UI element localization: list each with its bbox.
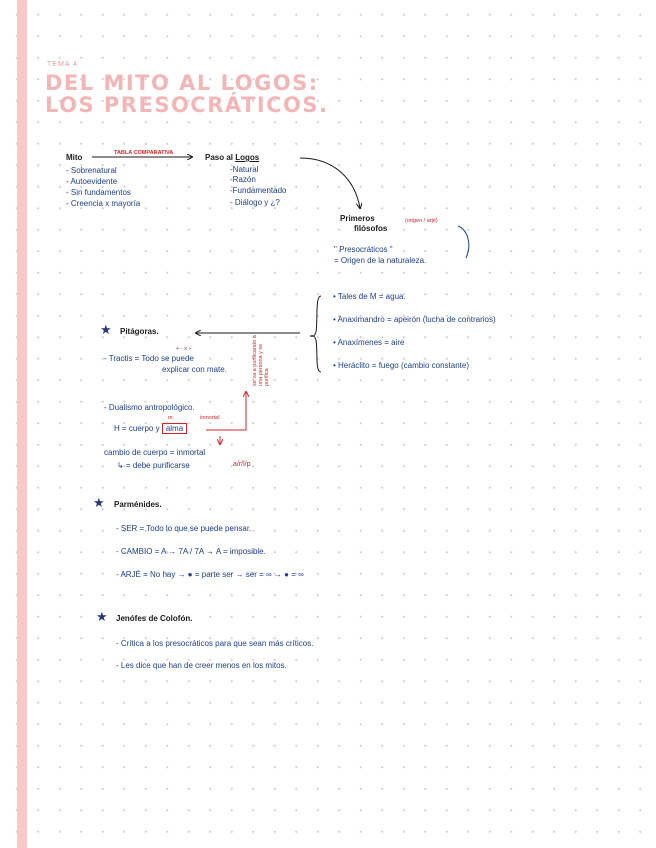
parmenides-item: - SER = Todo lo que se puede pensar. bbox=[116, 524, 252, 533]
star-icon: ★ bbox=[96, 609, 108, 624]
math-symbols: + - x ÷ bbox=[176, 346, 192, 352]
star-icon: ★ bbox=[93, 495, 105, 510]
logos-item: -Natural bbox=[230, 165, 259, 174]
debe-line: ↳ = debe purificarse bbox=[117, 461, 190, 470]
hombre-label: H bbox=[114, 424, 120, 433]
mito-item: - Sin fundamentos bbox=[66, 188, 131, 197]
logos-heading-word: Logos bbox=[235, 153, 260, 162]
dualismo-label: - Dualismo antropológico. bbox=[104, 403, 195, 412]
label-inmortal: inmortal bbox=[200, 415, 220, 421]
logos-item: - Diálogo y ¿? bbox=[230, 198, 280, 207]
jenofanes-item: - Crítica a los presocráticos para que s… bbox=[116, 639, 314, 648]
page-title-line2: LOS PRESOCRÁTICOS. bbox=[45, 93, 329, 117]
logos-heading: Paso al Logos bbox=[205, 153, 259, 162]
blue-curve-arrow-icon bbox=[457, 225, 470, 259]
topic-label: TEMA 4 bbox=[47, 61, 78, 68]
primeros-note: (origen / arjé) bbox=[405, 218, 438, 224]
mito-item: - Autoevidente bbox=[66, 177, 118, 186]
brace-icon bbox=[309, 295, 322, 373]
cambio-line: cambio de cuerpo = inmortal bbox=[104, 448, 206, 457]
presocraticos-label: " Presocráticos " bbox=[334, 245, 393, 254]
mito-item: - Creencia x mayoría bbox=[66, 199, 141, 208]
jenofanes-item: - Les dice que han de creer menos en los… bbox=[116, 661, 287, 670]
primeros-line1: Primeros bbox=[340, 214, 375, 223]
logos-item: -Fundamentado bbox=[230, 186, 287, 195]
debe-red-note: a/r/l/p bbox=[233, 461, 251, 468]
filosofo-item: • Tales de M = agua. bbox=[333, 292, 406, 301]
alma-box: alma bbox=[161, 423, 188, 434]
logos-item: -Razón bbox=[230, 175, 256, 184]
comparison-arrow-label: TABLA COMPARATIVA bbox=[114, 150, 174, 156]
logos-curve-arrow-icon bbox=[299, 157, 360, 208]
pitagoras-heading: Pitágoras. bbox=[120, 327, 159, 336]
filosofo-item: • Anaximandro = apeirón (lucha de contra… bbox=[333, 315, 496, 324]
red-arrow-icon bbox=[206, 392, 246, 444]
primeros-line2: filósofos bbox=[354, 224, 388, 233]
hombre-line: H = cuerpo y alma bbox=[114, 423, 188, 434]
parmenides-item: - ARJÉ = No hay → ● = parte ser → ser = … bbox=[116, 570, 304, 579]
page-title-line1: DEL MITO AL LOGOS: bbox=[45, 71, 319, 95]
star-icon: ★ bbox=[100, 322, 112, 337]
parmenides-heading: Parménides. bbox=[114, 500, 162, 509]
cuerpo-label: = cuerpo y bbox=[122, 424, 160, 433]
origen-label: = Origen de la naturaleza. bbox=[334, 256, 427, 265]
mito-heading: Mito bbox=[66, 153, 83, 162]
pitagoras-line1: - Tractis = Todo se puede bbox=[104, 354, 194, 363]
mito-item: - Sobrenatural bbox=[66, 166, 117, 175]
filosofo-item: • Heráclito = fuego (cambio constante) bbox=[333, 361, 469, 370]
logos-heading-prefix: Paso al bbox=[205, 153, 234, 162]
jenofanes-heading: Jenófes de Colofón. bbox=[116, 614, 193, 623]
filosofo-item: • Anaxímenes = aire bbox=[333, 338, 405, 347]
label-m: m bbox=[168, 415, 173, 421]
page-margin-bar bbox=[17, 0, 27, 848]
parmenides-item: - CAMBIO = A → 7A / 7A → A = imposible. bbox=[116, 547, 266, 556]
pitagoras-line2: explicar con mate. bbox=[162, 365, 227, 374]
